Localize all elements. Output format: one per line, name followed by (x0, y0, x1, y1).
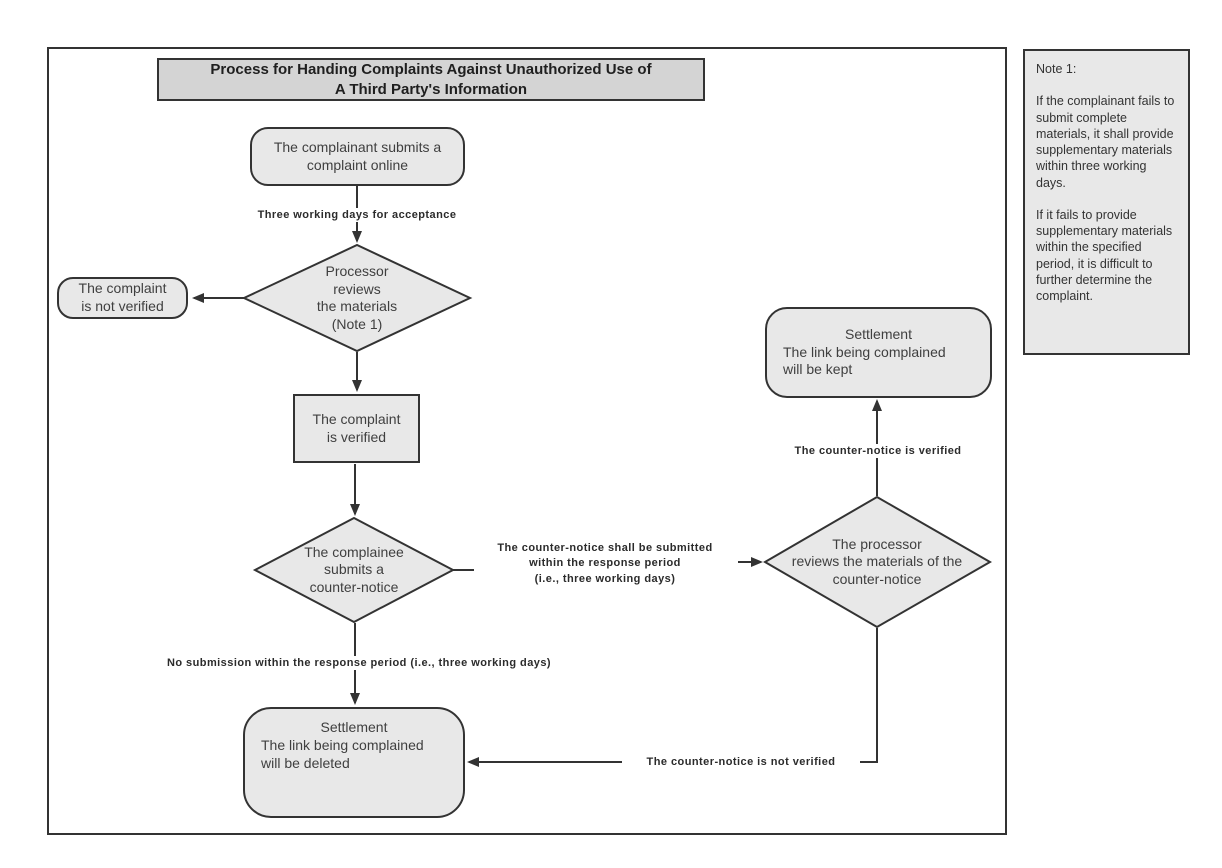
node-settlement-deleted: Settlement The link being complained wil… (243, 707, 465, 818)
node-text-line: The link being complained (261, 736, 424, 753)
node-complaint-verified: The complaint is verified (293, 394, 420, 463)
node-text-line: The processor (832, 535, 922, 552)
note-paragraph: If the complainant fails to submit compl… (1036, 94, 1175, 190)
edge-label-line: (i.e., three working days) (534, 572, 676, 585)
node-processor-reviews: Processor reviews the materials (Note 1) (244, 245, 470, 351)
edge-label-counter-not-verified: The counter-notice is not verified (622, 755, 860, 770)
node-text-line: Settlement (320, 719, 388, 735)
note-paragraph: If it fails to provide supplementary mat… (1036, 207, 1173, 303)
review-counter-diamond-shape (763, 495, 993, 629)
node-text-line: Processor (325, 263, 389, 279)
diagram-title: Process for Handing Complaints Against U… (157, 58, 705, 101)
node-text-line: reviews (333, 280, 381, 297)
flowchart-border (47, 47, 1007, 835)
node-complainant-submits: The complainant submits a complaint onli… (250, 127, 465, 186)
node-processor-reviews-counter: The processor reviews the materials of t… (765, 497, 989, 627)
node-text-line: the materials (316, 298, 398, 314)
node-text-line: is verified (326, 428, 387, 445)
edge-label-no-submission: No submission within the response period… (128, 656, 590, 671)
node-settlement-kept: Settlement The link being complained wil… (765, 307, 992, 398)
title-line-2: A Third Party's Information (334, 80, 528, 98)
node-text-line: The link being complained (783, 343, 946, 360)
note-heading: Note 1: (1036, 62, 1077, 76)
node-text-line: will be deleted (261, 754, 350, 771)
node-complaint-not-verified: The complaint is not verified (57, 277, 188, 319)
node-text-line: The complainee (304, 543, 404, 560)
node-text-line: counter-notice (309, 578, 399, 595)
node-complainee-counter-notice: The complainee submits a counter-notice (255, 518, 453, 622)
node-text-line: will be kept (783, 361, 853, 378)
edge-label-counter-verified: The counter-notice is verified (772, 444, 984, 459)
counter-notice-diamond-shape (252, 516, 456, 624)
node-text-line: submits a (324, 561, 384, 578)
node-text-line: reviews the materials of the (791, 553, 963, 570)
node-text-line: The complainant submits a (273, 138, 442, 155)
node-text-line: counter-notice (832, 570, 922, 587)
review-diamond-shape (241, 243, 473, 353)
edge-label-line: The counter-notice shall be submitted (497, 542, 713, 554)
node-text-line: The complaint (312, 410, 401, 427)
edge-label-acceptance: Three working days for acceptance (229, 208, 485, 223)
node-text-line: complaint online (306, 156, 409, 173)
node-text-line: The complaint (78, 280, 167, 297)
arrow-review-counter-to-deleted (467, 628, 878, 767)
edge-label-counter-submit: The counter-notice shall be submitted wi… (474, 541, 736, 588)
node-text-line: Settlement (845, 325, 912, 342)
node-text-line: is not verified (81, 298, 164, 314)
title-line-1: Process for Handing Complaints Against U… (210, 60, 652, 78)
note-panel: Note 1: If the complainant fails to subm… (1023, 49, 1190, 355)
edge-label-line: within the response period (529, 557, 681, 570)
node-text-line: (Note 1) (331, 315, 383, 332)
